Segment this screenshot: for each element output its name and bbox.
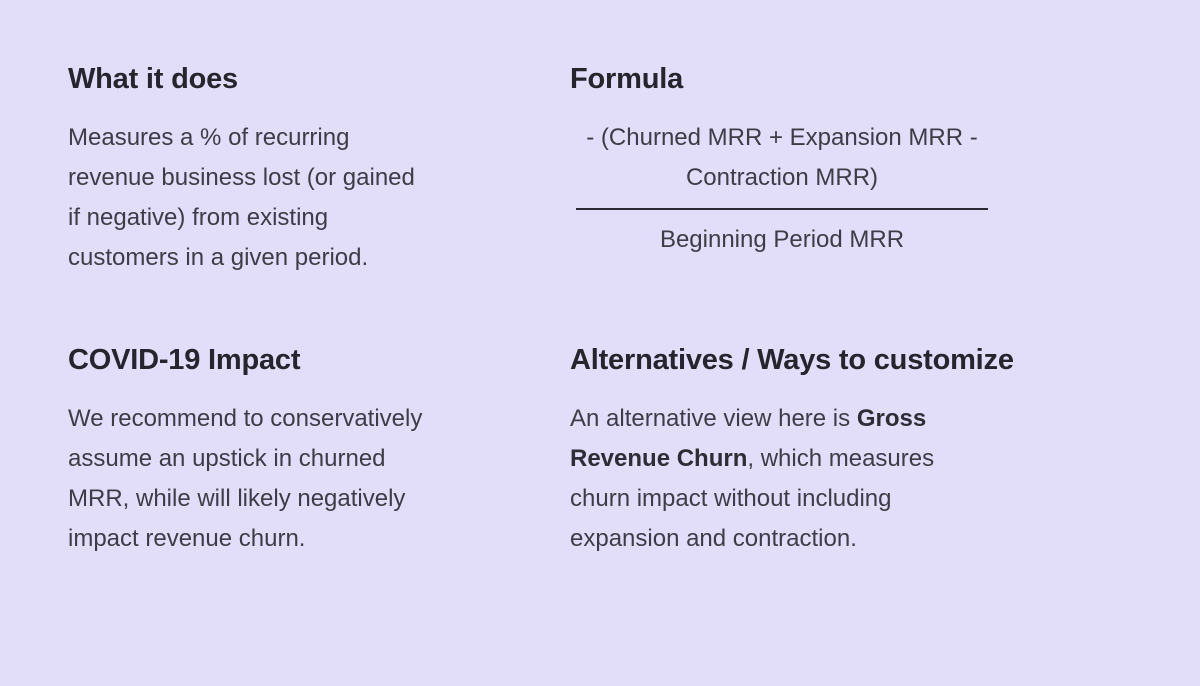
fraction-denominator: Beginning Period MRR [659,226,905,253]
body-line: An alternative view here is Gross [570,399,1160,439]
body-line: assume an upstick in churned [68,445,386,472]
numerator-line: Contraction MRR) [685,164,879,191]
body-line: expansion and contraction. [570,525,857,552]
formula-fraction: - (Churned MRR + Expansion MRR - Contrac… [576,118,988,260]
body-line: MRR, while will likely negatively [68,485,406,512]
body-line: customers in a given period. [68,244,369,271]
section-covid-impact: COVID-19 Impact We recommend to conserva… [68,343,570,559]
sections-grid: What it does Measures a % of recurring r… [68,62,1160,559]
body-line: impact revenue churn. [68,525,306,552]
covid-impact-body: We recommend to conservatively assume an… [68,399,570,559]
fraction-bar [576,208,988,210]
covid-impact-heading: COVID-19 Impact [68,344,301,376]
alternatives-body: An alternative view here is Gross Revenu… [570,399,1160,559]
what-it-does-body: Measures a % of recurring revenue busine… [68,118,570,278]
numerator-line: - (Churned MRR + Expansion MRR - [586,124,978,151]
what-it-does-heading: What it does [68,63,238,95]
body-line: Revenue Churn, which measures [570,439,1160,479]
body-line: churn impact without including [570,485,892,512]
emphasis-text: Gross [856,405,927,432]
fraction-numerator: - (Churned MRR + Expansion MRR - Contrac… [576,118,988,208]
body-text: An alternative view here is [570,405,857,432]
body-line: if negative) from existing [68,204,329,231]
alternatives-heading: Alternatives / Ways to customize [570,344,1014,376]
body-line: Measures a % of recurring [68,124,350,151]
section-formula: Formula - (Churned MRR + Expansion MRR -… [570,62,1160,260]
body-line: We recommend to conservatively [68,405,423,432]
emphasis-text: Revenue Churn [570,445,748,472]
formula-heading: Formula [570,63,683,95]
section-what-it-does: What it does Measures a % of recurring r… [68,62,570,278]
section-alternatives: Alternatives / Ways to customize An alte… [570,343,1160,559]
body-line: revenue business lost (or gained [68,164,415,191]
body-text: , which measures [747,445,935,472]
